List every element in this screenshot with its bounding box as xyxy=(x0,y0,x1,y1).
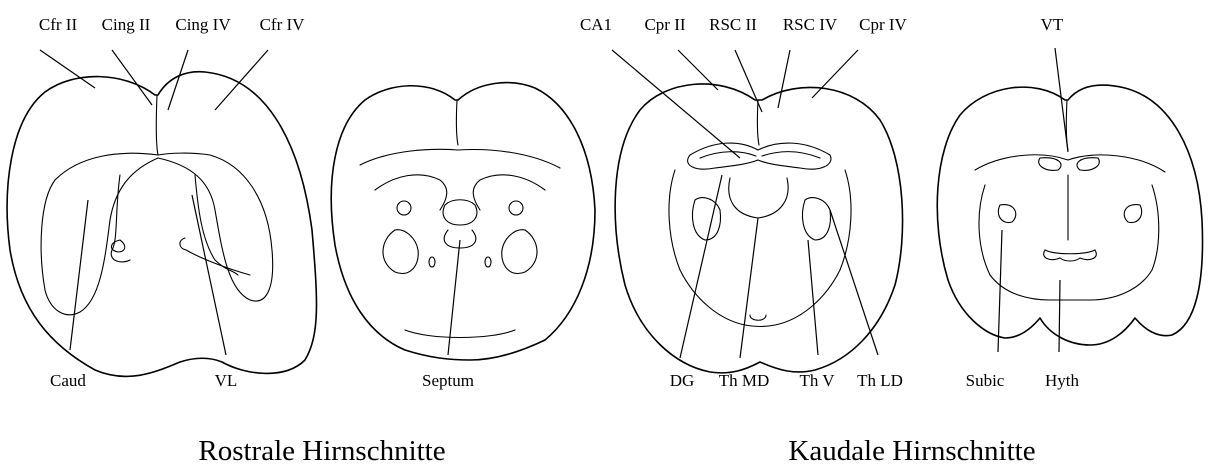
caption-rostral: Rostrale Hirnschnitte xyxy=(198,435,445,467)
label-cfr-ii: Cfr II xyxy=(39,15,78,34)
rostral-section-1-drawing xyxy=(7,72,316,377)
rostral-section-2-drawing xyxy=(331,83,595,360)
label-th-ld: Th LD xyxy=(857,371,903,390)
label-ca1: CA1 xyxy=(580,15,612,34)
label-vl: VL xyxy=(215,371,238,390)
label-septum: Septum xyxy=(422,371,474,390)
leader-lines xyxy=(40,48,1068,358)
caudal-section-1-drawing xyxy=(615,84,902,373)
label-cing-ii: Cing II xyxy=(102,15,151,34)
label-th-v: Th V xyxy=(799,371,835,390)
caption-caudal: Kaudale Hirnschnitte xyxy=(788,435,1035,467)
label-cing-iv: Cing IV xyxy=(175,15,231,34)
label-subic: Subic xyxy=(966,371,1005,390)
label-cpr-iv: Cpr IV xyxy=(859,15,907,34)
label-rsc-iv: RSC IV xyxy=(783,15,838,34)
label-cpr-ii: Cpr II xyxy=(644,15,685,34)
label-caud: Caud xyxy=(50,371,86,390)
label-cfr-iv: Cfr IV xyxy=(260,15,306,34)
caudal-section-2-drawing xyxy=(937,85,1202,345)
label-vt: VT xyxy=(1041,15,1064,34)
label-th-md: Th MD xyxy=(719,371,770,390)
label-dg: DG xyxy=(670,371,695,390)
label-rsc-ii: RSC II xyxy=(709,15,757,34)
label-hyth: Hyth xyxy=(1045,371,1080,390)
